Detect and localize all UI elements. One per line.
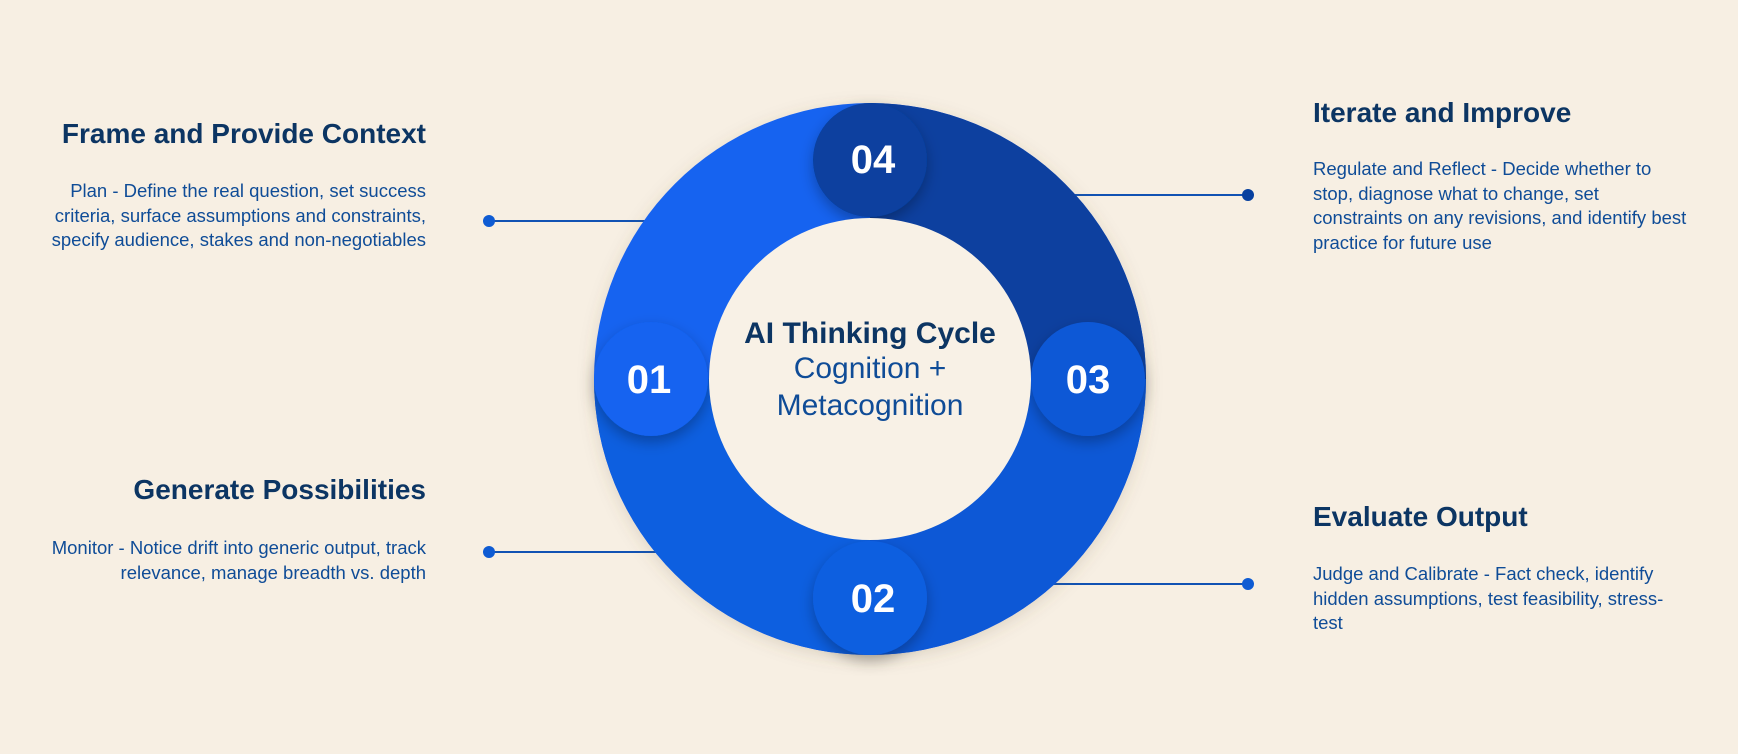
step-number-04: 04 <box>851 138 896 182</box>
connector-dot-01 <box>483 215 495 227</box>
step-cap-03 <box>1031 322 1145 436</box>
center-title: AI Thinking Cycle <box>744 317 996 350</box>
step-desc-04: Regulate and Reflect - Decide whether to… <box>1313 158 1687 253</box>
step-title-03: Evaluate Output <box>1313 501 1528 532</box>
step-desc-01: Plan - Define the real question, set suc… <box>51 180 426 250</box>
step-caps <box>594 103 1145 655</box>
center-circle <box>709 218 1031 540</box>
center-subtitle-line1: Cognition + <box>794 352 947 385</box>
connector-dot-02 <box>483 546 495 558</box>
step-desc-03: Judge and Calibrate - Fact check, identi… <box>1313 563 1664 633</box>
step-number-03: 03 <box>1066 358 1111 402</box>
step-title-01: Frame and Provide Context <box>61 118 426 149</box>
step-number-02: 02 <box>851 577 896 621</box>
step-number-01: 01 <box>627 358 672 402</box>
center-subtitle-line2: Metacognition <box>777 389 964 422</box>
connector-dot-04 <box>1242 189 1254 201</box>
step-cap-02 <box>813 541 927 655</box>
step-title-04: Iterate and Improve <box>1313 97 1572 128</box>
connector-dot-03 <box>1242 578 1254 590</box>
step-cap-01 <box>594 322 708 436</box>
step-title-02: Generate Possibilities <box>133 474 426 505</box>
step-cap-04 <box>813 103 927 217</box>
connectors <box>483 189 1254 590</box>
step-desc-02: Monitor - Notice drift into generic outp… <box>51 537 426 583</box>
